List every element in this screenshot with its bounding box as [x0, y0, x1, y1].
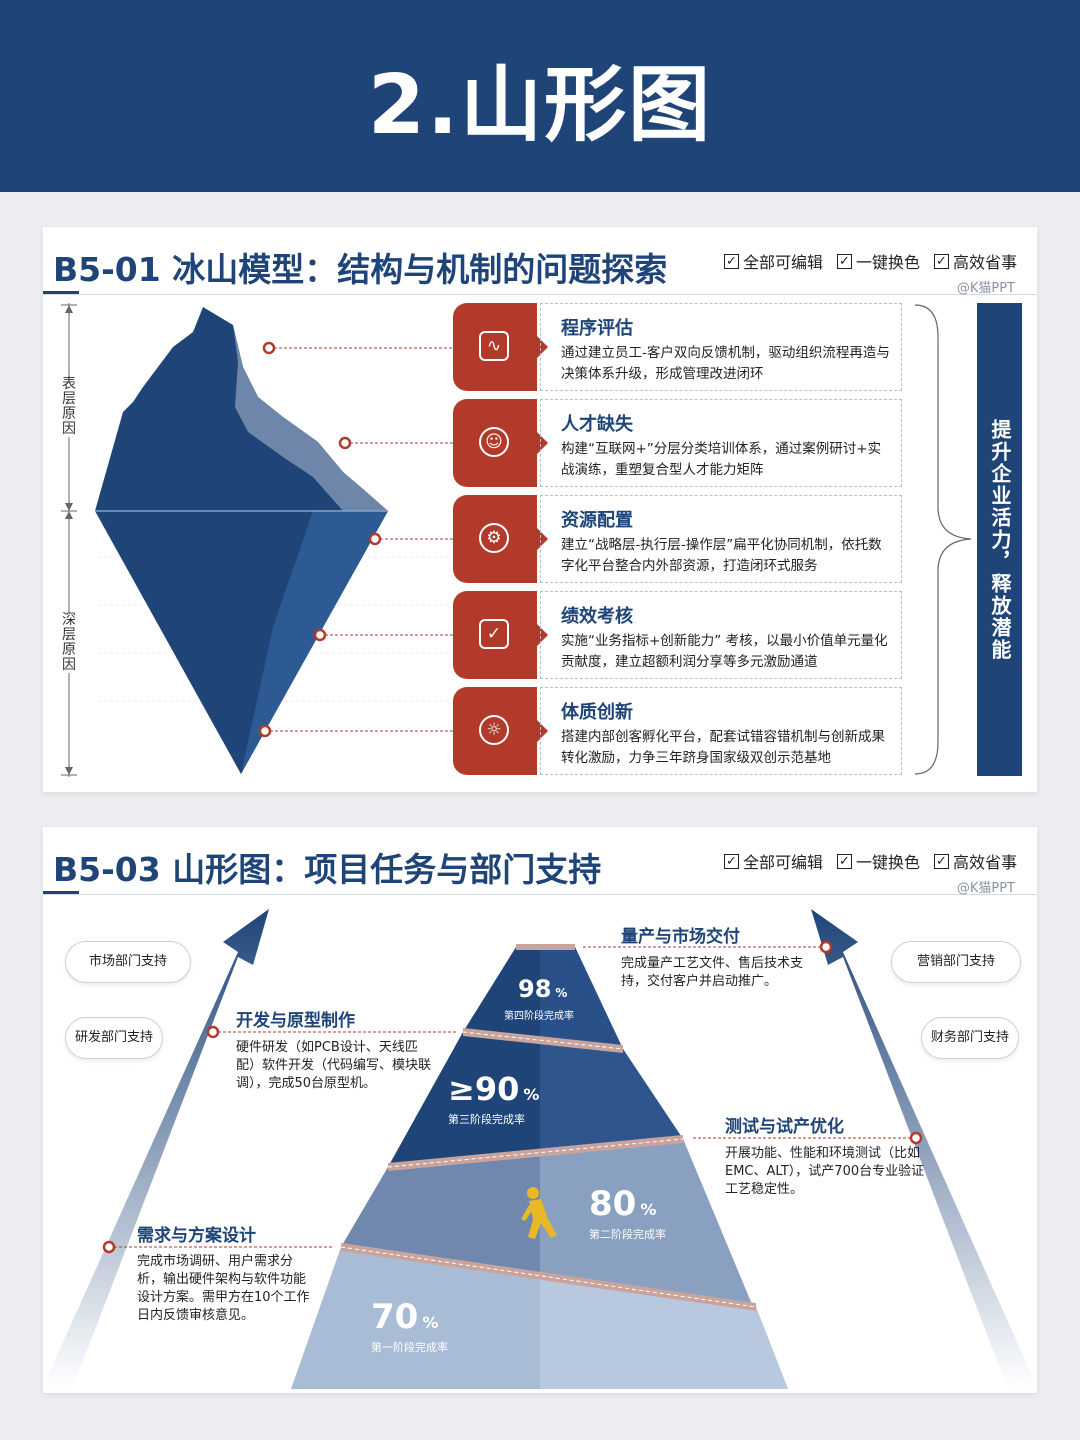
arrow-up-icon — [65, 511, 73, 519]
stage3-percent: ≥90% — [448, 1070, 540, 1108]
arrow-right-up-icon — [811, 909, 1037, 1387]
checkbox-icon: ✓ — [836, 853, 852, 869]
row-item-1: 程序评估 通过建立员工-客户双向反馈机制，驱动组织流程再造与决策体系升级，形成管… — [540, 303, 902, 391]
feature-item: ✓全部可编辑 — [723, 849, 823, 873]
guide-lines — [98, 556, 453, 702]
stage2-label: 第二阶段完成率 — [589, 1228, 666, 1241]
title-underline — [43, 291, 79, 295]
iceberg-card: B5-01 冰山模型：结构与机制的问题探索 ✓全部可编辑 ✓一键换色 ✓高效省事… — [43, 227, 1037, 792]
clipboard-check-icon: ✓ — [479, 619, 509, 649]
row-title: 人才缺失 — [561, 414, 633, 435]
task1-title: 需求与方案设计 — [137, 1226, 256, 1246]
mountain-card: B5-03 山形图：项目任务与部门支持 ✓全部可编辑 ✓一键换色 ✓高效省事 @… — [43, 827, 1037, 1393]
stage2-percent: 80% — [589, 1184, 657, 1224]
walking-person-icon — [521, 1187, 557, 1239]
page-title: 2.山形图 — [367, 58, 713, 153]
stage3-label: 第三阶段完成率 — [448, 1113, 525, 1126]
feature-item: ✓高效省事 — [933, 249, 1017, 273]
row-title: 程序评估 — [561, 318, 633, 339]
row-item-2: 人才缺失 构建“互联网+”分层分类培训体系，通过案例研讨+实战演练，重塑复合型人… — [540, 399, 902, 487]
task2-text: 硬件研发（如PCB设计、天线匹配）软件开发（代码编写、模块联调），完成50台原型… — [236, 1040, 432, 1091]
checkbox-icon: ✓ — [723, 853, 739, 869]
checkbox-icon: ✓ — [933, 853, 949, 869]
surface-label: 表层原因 — [61, 376, 77, 437]
task3-title: 测试与试产优化 — [725, 1117, 844, 1137]
checkbox-icon: ✓ — [933, 253, 949, 269]
row-icon-4: ✓ — [453, 591, 548, 679]
row-icon-3: ⚙ — [453, 495, 548, 583]
row-item-4: 绩效考核 实施“业务指标+创新能力” 考核，以最小价值单元量化贡献度，建立超额利… — [540, 591, 902, 679]
mountain-graphic — [43, 909, 1037, 1389]
iceberg-top-light — [233, 325, 388, 511]
stage2-shade — [540, 1139, 753, 1307]
people-hands-icon: ☺ — [479, 427, 509, 457]
task3-text: 开展功能、性能和环境测试（比如EMC、ALT），试产700台专业验证工艺稳定性。 — [725, 1146, 925, 1197]
stage1-percent: 70% — [371, 1297, 439, 1337]
feature-list: ✓全部可编辑 ✓一键换色 ✓高效省事 — [723, 849, 1017, 873]
side-bar: 提升企业活力，释放潜能 — [977, 303, 1022, 776]
stage4-label: 第四阶段完成率 — [504, 1011, 574, 1022]
row-icon-1: ∿ — [453, 303, 548, 391]
task-connectors — [109, 946, 916, 1248]
lightbulb-hand-icon: ☼ — [479, 715, 509, 745]
connector-lines — [265, 347, 453, 732]
row-icon-5: ☼ — [453, 687, 548, 775]
card2-title: B5-03 山形图：项目任务与部门支持 — [53, 850, 602, 889]
stage4-shade — [540, 947, 623, 1049]
title-divider — [43, 294, 1037, 295]
stage4-percent: 98% — [518, 975, 568, 1003]
arrow-down-icon — [65, 503, 73, 511]
stage1-label: 第一阶段完成率 — [371, 1341, 448, 1354]
cloud-finance: 财务部门支持 — [921, 998, 1019, 1059]
task4-text: 完成量产工艺文件、售后技术支持，交付客户并启动推广。 — [621, 956, 804, 989]
row-item-5: 体质创新 搭建内部创客孵化平台，配套试错容错机制与创新成果转化激励，力争三年跻身… — [540, 687, 902, 775]
row-icon-2: ☺ — [453, 399, 548, 487]
task2-title: 开发与原型制作 — [236, 1011, 355, 1031]
title-underline — [43, 891, 79, 895]
card1-title: B5-01 冰山模型：结构与机制的问题探索 — [53, 250, 668, 289]
deep-label: 深层原因 — [61, 612, 77, 673]
feature-item: ✓一键换色 — [836, 249, 920, 273]
checkbox-icon: ✓ — [836, 253, 852, 269]
row-text: 通过建立员工-客户双向反馈机制，驱动组织流程再造与决策体系升级，形成管理改进闭环 — [561, 345, 890, 382]
stage-band-lines — [340, 944, 757, 1311]
arrow-down-icon — [65, 767, 73, 775]
feature-item: ✓全部可编辑 — [723, 249, 823, 273]
credit-text: @K猫PPT — [956, 281, 1015, 296]
row-text: 实施“业务指标+创新能力” 考核，以最小价值单元量化贡献度，建立超额利润分享等多… — [561, 633, 888, 670]
gear-tools-icon: ⚙ — [479, 523, 509, 553]
feature-item: ✓高效省事 — [933, 849, 1017, 873]
row-title: 体质创新 — [561, 702, 633, 723]
stage3-shade — [540, 1039, 683, 1154]
activity-chart-icon: ∿ — [479, 331, 509, 361]
row-item-3: 资源配置 建立“战略层-执行层-操作层”扁平化协同机制，依托数字化平台整合内外部… — [540, 495, 902, 583]
top-banner: 2.山形图 — [0, 0, 1080, 192]
arrow-up-icon — [65, 305, 73, 313]
arrow-left-up-icon — [43, 909, 269, 1387]
row-text: 构建“互联网+”分层分类培训体系，通过案例研讨+实战演练，重塑复合型人才能力矩阵 — [561, 441, 882, 478]
task4-title: 量产与市场交付 — [621, 927, 740, 947]
task-dots — [102, 940, 923, 1254]
iceberg-bottom-shade — [241, 511, 388, 774]
row-title: 绩效考核 — [561, 606, 633, 627]
cloud-rnd: 研发部门支持 — [65, 998, 163, 1059]
brace-icon — [914, 304, 972, 775]
iceberg-graphic — [61, 303, 972, 777]
row-title: 资源配置 — [561, 510, 633, 531]
checkbox-icon: ✓ — [723, 253, 739, 269]
credit-text: @K猫PPT — [956, 881, 1015, 896]
title-divider — [43, 894, 1037, 895]
row-text: 建立“战略层-执行层-操作层”扁平化协同机制，依托数字化平台整合内外部资源，打造… — [561, 537, 882, 574]
feature-list: ✓全部可编辑 ✓一键换色 ✓高效省事 — [723, 249, 1017, 273]
cloud-sales: 营销部门支持 — [891, 922, 1021, 983]
connector-dots — [258, 341, 382, 738]
row-text: 搭建内部创客孵化平台，配套试错容错机制与创新成果转化激励，力争三年跻身国家级双创… — [561, 729, 885, 766]
cloud-market: 市场部门支持 — [65, 922, 191, 983]
feature-item: ✓一键换色 — [836, 849, 920, 873]
task1-text: 完成市场调研、用户需求分析，输出硬件架构与软件功能设计方案。需甲方在10个工作日… — [137, 1254, 310, 1323]
